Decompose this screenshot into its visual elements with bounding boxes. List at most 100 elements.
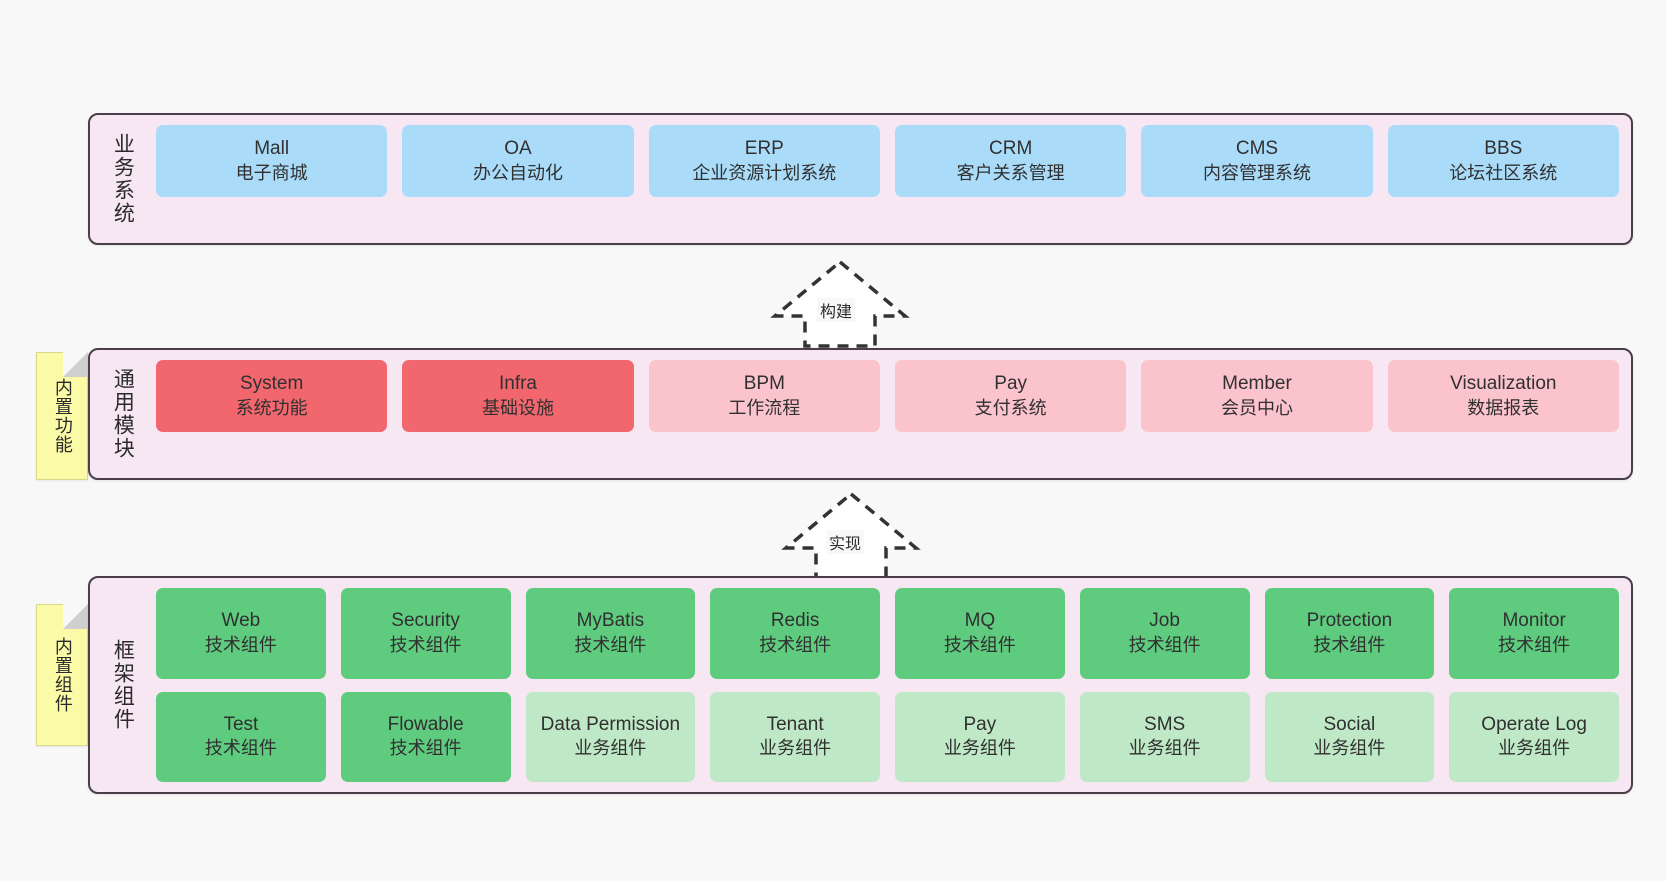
card-title-en: Flowable [387, 713, 464, 735]
card-title-en: MyBatis [576, 610, 645, 632]
card-title-en: Redis [770, 610, 820, 632]
card-mybatis[interactable]: MyBatis 技术组件 [525, 588, 696, 679]
card-infra[interactable]: Infra 基础设施 [402, 360, 634, 432]
card-title-cn: 业务组件 [943, 738, 1016, 759]
card-security[interactable]: Security 技术组件 [340, 588, 511, 679]
card-title-en: Monitor [1502, 610, 1566, 632]
card-title-en: Operate Log [1481, 713, 1587, 735]
card-sms[interactable]: SMS 业务组件 [1079, 691, 1250, 782]
note-builtin-component: 内置组件 [36, 604, 88, 746]
card-title-cn: 论坛社区系统 [1449, 162, 1558, 183]
card-tenant[interactable]: Tenant 业务组件 [710, 691, 880, 782]
card-title-cn: 业务组件 [759, 738, 832, 759]
arrow-label-build: 构建 [817, 298, 856, 322]
layer-title-framework: 框架组件 [111, 639, 135, 731]
card-title-cn: 客户关系管理 [956, 162, 1065, 183]
card-member[interactable]: Member 会员中心 [1141, 360, 1373, 432]
card-row: Web 技术组件 Security 技术组件 MyBatis 技术组件 Redi… [156, 588, 1619, 679]
cards-area-common: System 系统功能 Infra 基础设施 BPM 工作流程 Pay 支付系统… [142, 360, 1619, 468]
card-title-cn: 技术组件 [574, 634, 647, 655]
card-title-cn: 系统功能 [235, 397, 308, 418]
card-title-cn: 工作流程 [728, 397, 801, 418]
card-oa[interactable]: OA 办公自动化 [402, 125, 634, 197]
card-system[interactable]: System 系统功能 [156, 360, 388, 432]
card-monitor[interactable]: Monitor 技术组件 [1449, 588, 1619, 679]
card-redis[interactable]: Redis 技术组件 [710, 588, 880, 679]
note-label: 内置功能 [52, 378, 73, 454]
card-job[interactable]: Job 技术组件 [1079, 588, 1250, 679]
card-visualization[interactable]: Visualization 数据报表 [1387, 360, 1619, 432]
card-title-cn: 内容管理系统 [1202, 162, 1311, 183]
card-title-en: Member [1222, 372, 1292, 394]
card-title-en: Job [1149, 610, 1180, 632]
card-title-en: Infra [498, 372, 537, 394]
card-social[interactable]: Social 业务组件 [1264, 691, 1435, 782]
card-pay[interactable]: Pay 支付系统 [894, 360, 1127, 432]
note-builtin-function: 内置功能 [36, 352, 88, 480]
card-title-en: Web [221, 610, 261, 632]
layer-title-common: 通用模块 [111, 368, 135, 460]
card-title-cn: 技术组件 [1498, 634, 1571, 655]
card-title-en: Security [391, 610, 460, 632]
card-bpm[interactable]: BPM 工作流程 [648, 360, 880, 432]
card-row: Mall 电子商城 OA 办公自动化 ERP 企业资源计划系统 CRM 客户关系… [156, 125, 1619, 233]
layer-title-business: 业务系统 [111, 133, 135, 225]
card-web[interactable]: Web 技术组件 [156, 588, 326, 679]
card-title-cn: 技术组件 [1128, 634, 1201, 655]
card-title-cn: 电子商城 [235, 162, 308, 183]
card-title-en: System [239, 372, 304, 394]
card-title-cn: 业务组件 [574, 738, 647, 759]
layer-business-systems: 业务系统 Mall 电子商城 OA 办公自动化 ERP 企业资源计划系统 CRM… [88, 113, 1633, 245]
card-title-en: Tenant [766, 713, 824, 735]
card-data-permission[interactable]: Data Permission 业务组件 [525, 691, 696, 782]
card-title-en: CMS [1235, 137, 1279, 159]
card-pay-biz[interactable]: Pay 业务组件 [895, 691, 1065, 782]
card-title-cn: 数据报表 [1467, 397, 1540, 418]
card-test[interactable]: Test 技术组件 [156, 691, 326, 782]
card-title-cn: 支付系统 [974, 397, 1047, 418]
card-title-cn: 企业资源计划系统 [692, 162, 837, 183]
card-title-cn: 会员中心 [1220, 397, 1293, 418]
card-row: Test 技术组件 Flowable 技术组件 Data Permission … [156, 691, 1619, 782]
card-title-en: Pay [994, 372, 1028, 394]
card-title-en: Mall [254, 137, 290, 159]
card-title-cn: 业务组件 [1313, 738, 1386, 759]
card-title-en: OA [504, 137, 532, 159]
card-title-cn: 技术组件 [943, 634, 1016, 655]
layer-common-modules: 通用模块 System 系统功能 Infra 基础设施 BPM 工作流程 Pay… [88, 348, 1633, 480]
card-title-en: Visualization [1450, 372, 1557, 394]
card-title-cn: 基础设施 [481, 397, 554, 418]
card-title-en: BBS [1484, 137, 1523, 159]
layer-framework-components: 框架组件 Web 技术组件 Security 技术组件 MyBatis 技术组件… [88, 576, 1633, 794]
card-title-en: MQ [964, 610, 996, 632]
card-title-cn: 办公自动化 [472, 162, 563, 183]
card-title-en: BPM [743, 372, 785, 394]
arrow-build: 构建 [755, 258, 925, 348]
card-title-cn: 业务组件 [1498, 738, 1571, 759]
card-operate-log[interactable]: Operate Log 业务组件 [1449, 691, 1619, 782]
card-cms[interactable]: CMS 内容管理系统 [1141, 125, 1373, 197]
card-row: System 系统功能 Infra 基础设施 BPM 工作流程 Pay 支付系统… [156, 360, 1619, 468]
card-protection[interactable]: Protection 技术组件 [1264, 588, 1435, 679]
arrow-label-implement: 实现 [826, 530, 865, 554]
card-title-en: Test [223, 713, 259, 735]
card-title-en: Pay [963, 713, 997, 735]
card-title-cn: 技术组件 [759, 634, 832, 655]
card-bbs[interactable]: BBS 论坛社区系统 [1387, 125, 1619, 197]
card-mall[interactable]: Mall 电子商城 [156, 125, 388, 197]
card-title-cn: 业务组件 [1128, 738, 1201, 759]
cards-area-framework: Web 技术组件 Security 技术组件 MyBatis 技术组件 Redi… [142, 588, 1619, 782]
card-erp[interactable]: ERP 企业资源计划系统 [648, 125, 880, 197]
card-mq[interactable]: MQ 技术组件 [895, 588, 1065, 679]
card-title-en: ERP [744, 137, 784, 159]
card-title-cn: 技术组件 [389, 738, 462, 759]
card-title-cn: 技术组件 [204, 738, 277, 759]
card-flowable[interactable]: Flowable 技术组件 [340, 691, 511, 782]
card-title-cn: 技术组件 [389, 634, 462, 655]
card-crm[interactable]: CRM 客户关系管理 [894, 125, 1127, 197]
card-title-cn: 技术组件 [1313, 634, 1386, 655]
card-title-en: Protection [1306, 610, 1393, 632]
card-title-cn: 技术组件 [204, 634, 277, 655]
card-title-en: SMS [1144, 713, 1186, 735]
